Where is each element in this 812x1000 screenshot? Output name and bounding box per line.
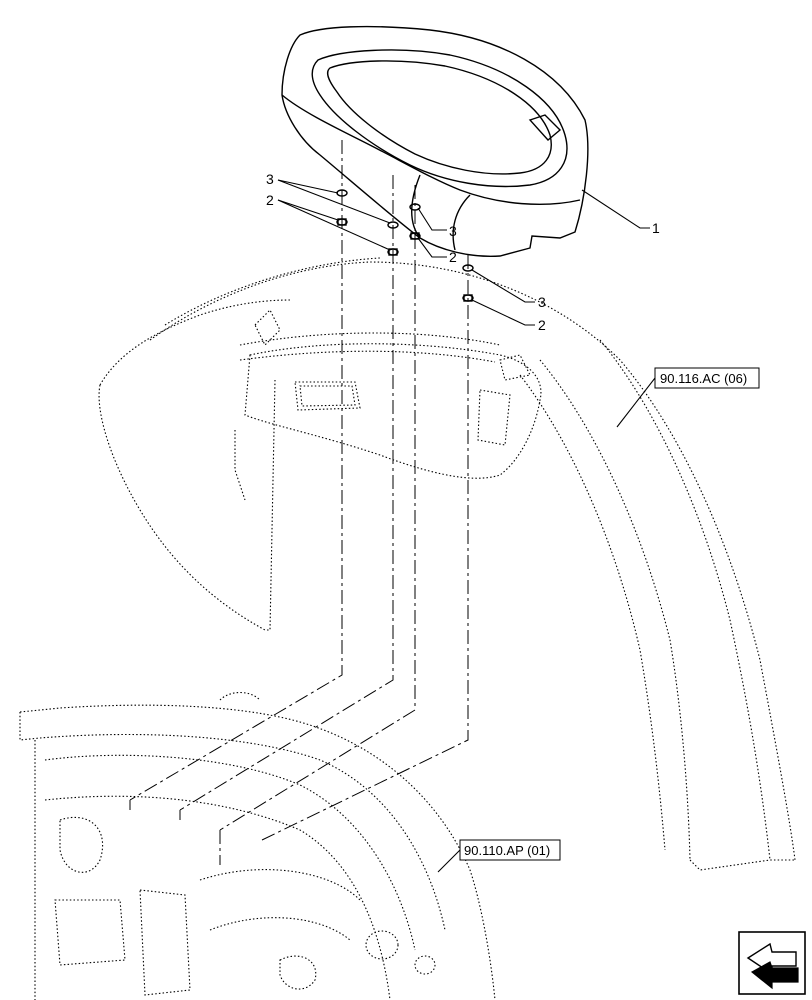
fastener-set — [336, 189, 474, 302]
fender-assembly — [98, 257, 796, 871]
callout-part-3: 3 — [538, 294, 546, 310]
callout-part-2: 2 — [266, 192, 274, 208]
fender-reference-label[interactable]: 90.116.AC (06) — [660, 371, 747, 386]
cab-reference-link[interactable]: 90.110.AP (01) — [459, 839, 561, 861]
callout-leaders — [277, 179, 656, 873]
callout-part-3: 3 — [449, 223, 457, 239]
callout-part-3: 3 — [266, 171, 274, 187]
callout-part-1: 1 — [652, 220, 660, 236]
cab-reference-label[interactable]: 90.110.AP (01) — [464, 843, 550, 858]
fender-reference-link[interactable]: 90.116.AC (06) — [654, 367, 760, 389]
cab-frame-assembly — [19, 691, 496, 1000]
instrument-cover-part — [281, 25, 589, 258]
callout-part-2: 2 — [449, 249, 457, 265]
assembly-lines — [129, 140, 469, 865]
page-back-arrow-icon[interactable] — [738, 931, 806, 995]
callout-part-2: 2 — [538, 317, 546, 333]
